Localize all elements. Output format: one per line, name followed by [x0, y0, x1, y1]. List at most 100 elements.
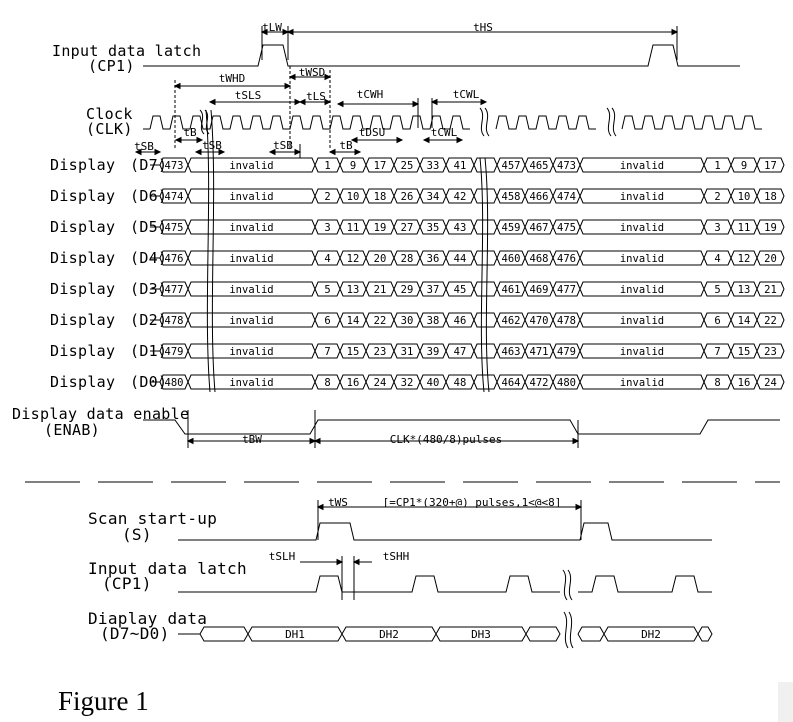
scrollbar-stub[interactable]: [778, 682, 793, 722]
scan-note-label: [=CP1*(320+@) pulses,1<@<8]: [383, 496, 562, 509]
bit-label-4: (D3): [130, 280, 168, 298]
row7-a4-text: 40: [427, 377, 440, 389]
tlw-label: tLW: [262, 21, 282, 34]
row7-invalid2-text: invalid: [620, 377, 664, 389]
tls-label: tLS: [306, 90, 326, 103]
tbw-label: tBW: [242, 433, 262, 446]
row1-c1-text: 10: [738, 191, 751, 203]
arrowhead: [208, 98, 216, 106]
latch2-waveform-2: [578, 575, 712, 593]
arrowhead: [196, 136, 204, 144]
row6-a1-text: 15: [347, 346, 360, 358]
row2-b0-text: 459: [502, 222, 521, 234]
row5-a3-text: 30: [401, 315, 414, 327]
row3-b1-text: 468: [530, 253, 549, 265]
row1-c2-text: 18: [764, 191, 777, 203]
arrowhead: [354, 148, 362, 156]
input-latch-waveform: [143, 44, 740, 67]
row1-invalid2-text: invalid: [620, 191, 664, 203]
arrowhead: [671, 28, 679, 36]
row6-a3-text: 31: [401, 346, 414, 358]
row1-gap: [473, 188, 498, 204]
tb-label-1: tB: [183, 126, 197, 139]
rows-break-left: [210, 109, 216, 393]
diaplay-data-sublabel: (D7~D0): [100, 624, 170, 643]
arrowhead: [294, 148, 302, 156]
tdsu-label: tDSU: [359, 126, 386, 139]
row7-a0-text: 8: [324, 377, 330, 389]
row4-a5-text: 45: [454, 284, 467, 296]
twhd-label: tWHD: [219, 72, 246, 85]
arrowhead: [282, 28, 290, 36]
arrowhead: [324, 73, 332, 81]
row5-invalid2-text: invalid: [620, 315, 664, 327]
data-cell-tail: [525, 626, 561, 642]
arrowhead: [350, 136, 358, 144]
row7-invalid-text: invalid: [229, 377, 273, 389]
row4-invalid-text: invalid: [229, 284, 273, 296]
row6-a5-text: 47: [454, 346, 467, 358]
row3-pre-text: 476: [165, 253, 184, 265]
tslh-label: tSLH: [269, 550, 296, 563]
arrowhead: [456, 136, 464, 144]
row5-c2: [756, 312, 785, 328]
row2-a3-text: 27: [401, 222, 414, 234]
arrowhead: [572, 437, 580, 445]
arrowhead: [186, 437, 194, 445]
row6-invalid-text: invalid: [229, 346, 273, 358]
tsb-label-2: tSB: [202, 139, 222, 152]
row2-c0-text: 3: [714, 222, 720, 234]
row0-b1-text: 465: [530, 160, 549, 172]
row5-a1-text: 14: [347, 315, 360, 327]
arrowhead: [173, 82, 181, 90]
row7-pre-text: 480: [165, 377, 184, 389]
data-cell-dh3-text: DH3: [471, 628, 491, 641]
row7-c2-text: 24: [764, 377, 777, 389]
arrowhead: [286, 28, 294, 36]
clock-waveform: [495, 115, 596, 130]
arrowhead: [174, 136, 182, 144]
data-break: [563, 611, 569, 649]
rows-break: [479, 157, 485, 393]
row7-b0-text: 464: [502, 377, 521, 389]
row7-a1-text: 16: [347, 377, 360, 389]
row3-b0-text: 460: [502, 253, 521, 265]
row1-a0-text: 2: [324, 191, 330, 203]
latch2-break: [567, 569, 573, 601]
display-label-6: Display: [50, 342, 116, 360]
row6-c2: [756, 343, 785, 359]
arrowhead: [134, 148, 142, 156]
row4-b0-text: 461: [502, 284, 521, 296]
row5-a5-text: 46: [454, 315, 467, 327]
row0-c1-text: 9: [741, 160, 747, 172]
display-label-4: Display: [50, 280, 116, 298]
arrowhead: [260, 28, 268, 36]
row6-c2-text: 23: [764, 346, 777, 358]
arrowhead: [284, 82, 292, 90]
row0-a3-text: 25: [401, 160, 414, 172]
row4-gap: [473, 281, 498, 297]
row3-a2-text: 20: [374, 253, 387, 265]
row3-b2-text: 476: [557, 253, 576, 265]
row6-a0-text: 7: [324, 346, 330, 358]
tcwh-label: tCWH: [357, 88, 384, 101]
row7-a5-text: 48: [454, 377, 467, 389]
row5-pre-text: 478: [165, 315, 184, 327]
row2-gap: [473, 219, 498, 235]
bit-label-7: (D0): [130, 373, 168, 391]
rows-break: [484, 157, 490, 393]
row2-b2-text: 475: [557, 222, 576, 234]
row1-c0-text: 2: [714, 191, 720, 203]
row0-c0-text: 1: [714, 160, 720, 172]
row2-c2: [756, 219, 785, 235]
row4-a0-text: 5: [324, 284, 330, 296]
input-latch-label: Input data latch: [52, 42, 202, 60]
row4-pre-text: 477: [165, 284, 184, 296]
row6-gap: [473, 343, 498, 359]
arrowhead: [412, 100, 420, 108]
arrowhead: [430, 98, 438, 106]
enable-label: Display data enable: [12, 405, 190, 423]
row7-c1-text: 16: [738, 377, 751, 389]
clock-waveform: [621, 115, 762, 130]
row0-invalid-text: invalid: [229, 160, 273, 172]
